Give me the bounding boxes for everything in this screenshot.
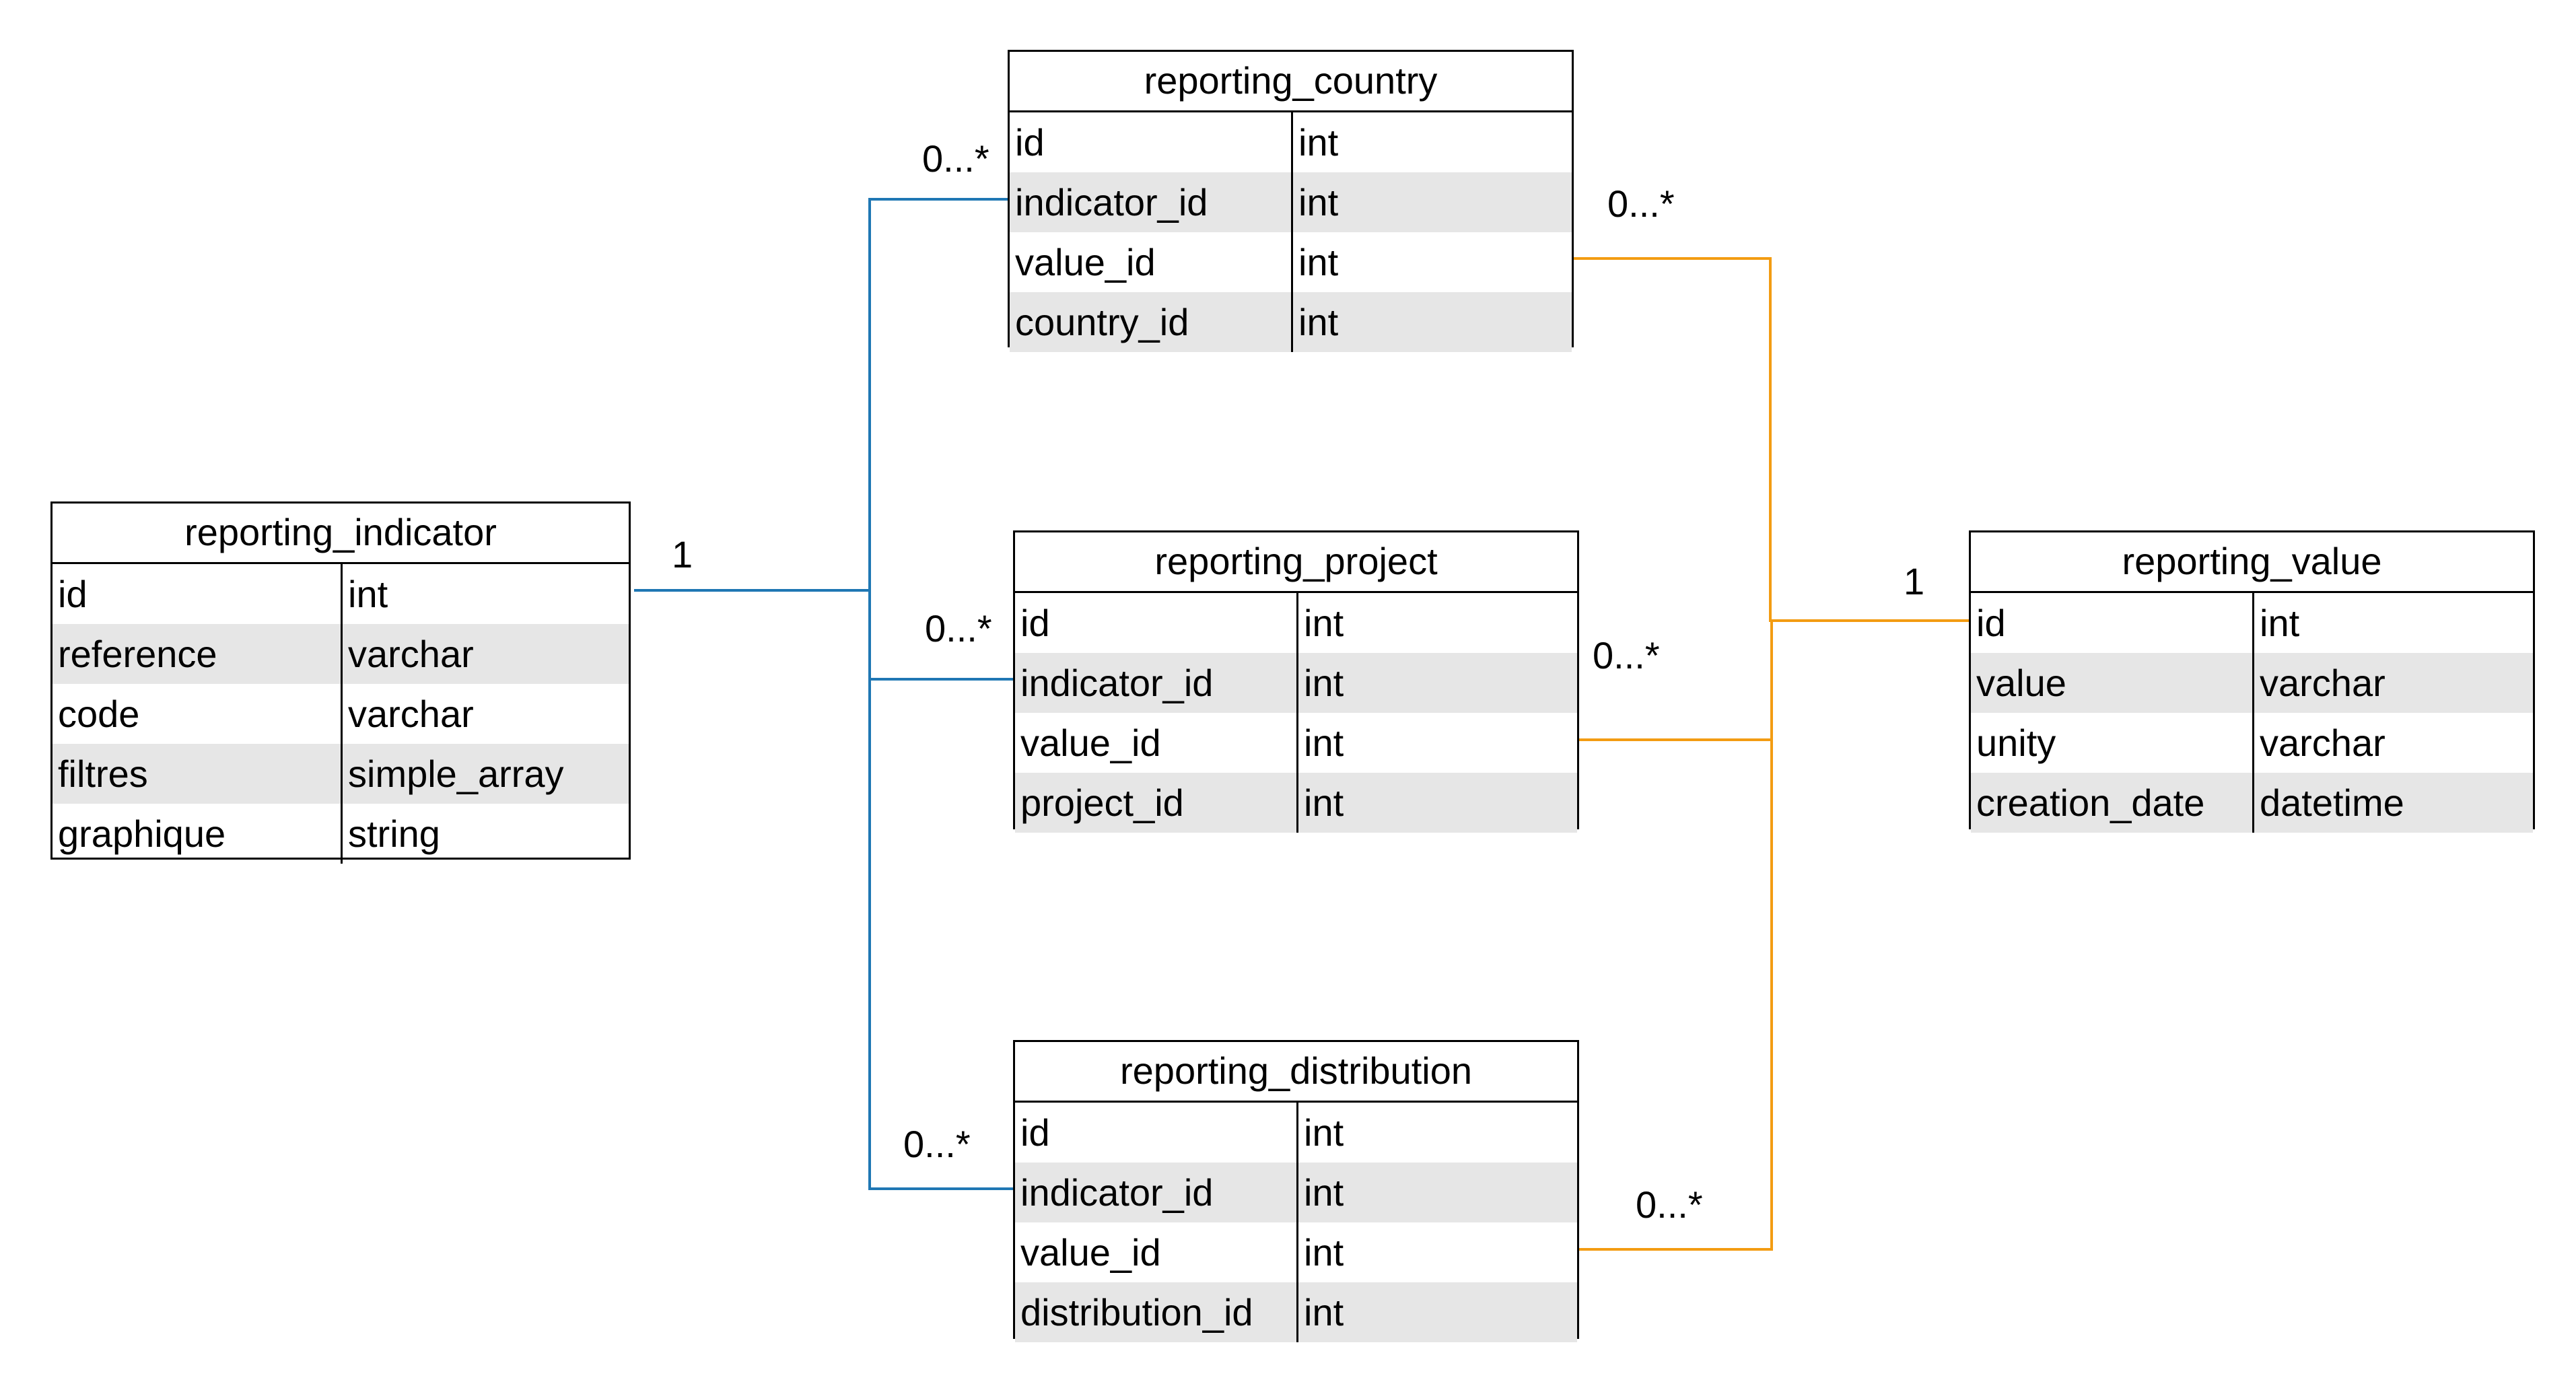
table-row: value varchar [1971, 653, 2533, 713]
multiplicity-project-value: 0...* [1593, 634, 1660, 677]
column-type: int [1298, 241, 1339, 283]
table-row: indicator_id int [1010, 172, 1572, 232]
column-name: value_id [1010, 232, 1293, 292]
column-name: value_id [1015, 1222, 1298, 1282]
table-reporting-distribution: reporting_distribution id int indicator_… [1013, 1040, 1579, 1342]
column-type: int [348, 573, 388, 615]
link-indicator-country [634, 198, 1008, 592]
column-name: indicator_id [1010, 172, 1293, 232]
column-name: id [53, 564, 343, 624]
column-type: string [348, 812, 440, 855]
multiplicity-distribution-indicator: 0...* [903, 1123, 971, 1165]
table-row: value_id int [1015, 1222, 1577, 1282]
column-type: int [1304, 1291, 1344, 1333]
table-row: value_id int [1010, 232, 1572, 292]
column-name: id [1015, 593, 1298, 653]
table-title: reporting_project [1015, 532, 1577, 593]
table-row: project_id int [1015, 773, 1577, 833]
column-type: varchar [348, 693, 474, 735]
table-reporting-indicator: reporting_indicator id int reference var… [50, 501, 631, 864]
table-row: id int [53, 564, 629, 624]
column-name: value_id [1015, 713, 1298, 773]
column-name: indicator_id [1015, 653, 1298, 713]
table-row: id int [1015, 1103, 1577, 1163]
column-type: int [1304, 1111, 1344, 1154]
column-type: int [1304, 782, 1344, 824]
table-row: creation_date datetime [1971, 773, 2533, 833]
column-name: reference [53, 624, 343, 684]
column-name: indicator_id [1015, 1163, 1298, 1222]
table-row: value_id int [1015, 713, 1577, 773]
multiplicity-country-indicator: 0...* [922, 137, 989, 180]
table-row: indicator_id int [1015, 1163, 1577, 1222]
column-name: creation_date [1971, 773, 2254, 833]
table-row: distribution_id int [1015, 1282, 1577, 1342]
table-row: id int [1971, 593, 2533, 653]
multiplicity-indicator-one: 1 [672, 533, 693, 576]
column-name: project_id [1015, 773, 1298, 833]
column-name: id [1010, 112, 1293, 172]
link-distribution-value [1579, 740, 1773, 1251]
table-row: code varchar [53, 684, 629, 744]
table-row: filtres simple_array [53, 744, 629, 804]
table-title: reporting_country [1010, 52, 1572, 112]
column-type: simple_array [348, 753, 564, 795]
column-name: filtres [53, 744, 343, 804]
column-name: id [1971, 593, 2254, 653]
column-name: id [1015, 1103, 1298, 1163]
column-name: value [1971, 653, 2254, 713]
column-type: datetime [2260, 782, 2404, 824]
table-title: reporting_value [1971, 532, 2533, 593]
link-country-value [1574, 257, 1969, 622]
column-type: int [1298, 301, 1339, 343]
table-row: graphique string [53, 804, 629, 864]
column-type: int [1304, 722, 1344, 764]
column-name: graphique [53, 804, 343, 864]
column-type: varchar [2260, 662, 2386, 704]
multiplicity-country-value: 0...* [1607, 182, 1675, 225]
link-indicator-distribution [868, 590, 1013, 1190]
column-type: int [1304, 662, 1344, 704]
table-row: reference varchar [53, 624, 629, 684]
column-type: int [2260, 602, 2300, 644]
column-type: int [1304, 1171, 1344, 1214]
multiplicity-distribution-value: 0...* [1636, 1183, 1703, 1226]
column-name: distribution_id [1015, 1282, 1298, 1342]
table-row: unity varchar [1971, 713, 2533, 773]
column-type: varchar [2260, 722, 2386, 764]
multiplicity-value-one: 1 [1904, 560, 1925, 602]
column-name: unity [1971, 713, 2254, 773]
table-title: reporting_distribution [1015, 1042, 1577, 1103]
table-reporting-project: reporting_project id int indicator_id in… [1013, 530, 1579, 833]
column-type: varchar [348, 633, 474, 675]
table-row: indicator_id int [1015, 653, 1577, 713]
column-name: code [53, 684, 343, 744]
table-title: reporting_indicator [53, 504, 629, 564]
table-row: id int [1015, 593, 1577, 653]
column-type: int [1304, 602, 1344, 644]
column-type: int [1304, 1231, 1344, 1274]
multiplicity-project-indicator: 0...* [925, 607, 992, 650]
table-reporting-value: reporting_value id int value varchar uni… [1969, 530, 2535, 833]
column-type: int [1298, 181, 1339, 223]
table-row: id int [1010, 112, 1572, 172]
table-row: country_id int [1010, 292, 1572, 352]
table-reporting-country: reporting_country id int indicator_id in… [1008, 50, 1574, 352]
column-type: int [1298, 121, 1339, 164]
column-name: country_id [1010, 292, 1293, 352]
